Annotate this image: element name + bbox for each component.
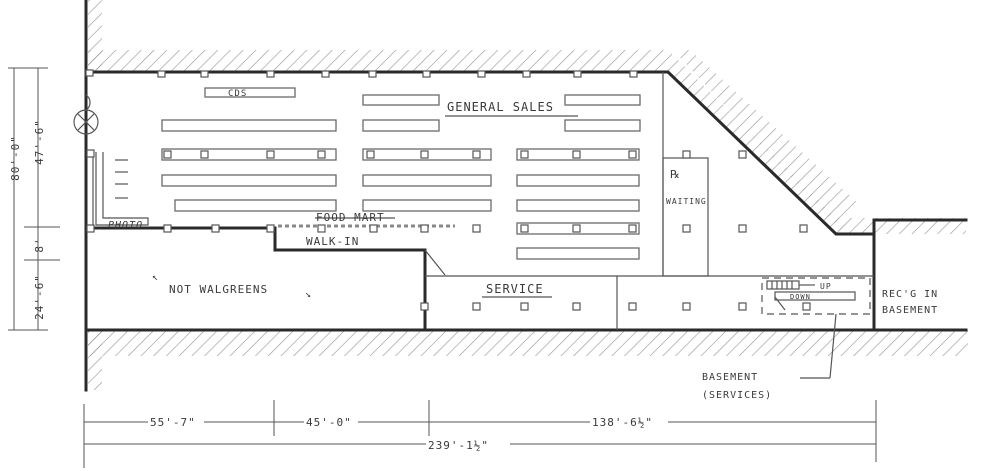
exterior-walls (84, 0, 968, 392)
label-basement-2: (SERVICES) (702, 390, 772, 401)
dim-bottom-total: 239'-1½" (428, 439, 489, 452)
label-stair-down: DOWN (790, 293, 811, 301)
label-waiting: WAITING (666, 197, 707, 206)
svg-text:↘: ↘ (305, 289, 312, 300)
label-service: SERVICE (486, 282, 544, 296)
dim-bottom-seg3: 138'-6½" (592, 416, 653, 429)
stairs (761, 277, 871, 379)
label-photo: PHOTO (108, 220, 143, 231)
label-walk-in: WALK-IN (306, 235, 359, 248)
dimension-lines-left (8, 67, 60, 331)
label-rx: ℞ (670, 168, 681, 181)
dim-left-middle: 8' (33, 237, 46, 252)
label-general-sales: GENERAL SALES (447, 100, 554, 114)
entrance-symbol-icon (73, 94, 99, 135)
label-cds: CDS (228, 89, 247, 99)
dim-bottom-seg2: 45'-0" (306, 416, 352, 429)
dim-left-lower: 24'-6" (33, 274, 46, 320)
label-receiving-2: BASEMENT (882, 305, 938, 316)
dim-bottom-seg1: 55'-7" (150, 416, 196, 429)
label-stair-up: UP (820, 282, 832, 291)
photo-counter (95, 152, 149, 226)
label-food-mart: FOOD MART (316, 211, 385, 224)
shelving-fixtures (161, 87, 641, 260)
room-labels: CDS GENERAL SALES PHOTO FOOD MART WALK-I… (108, 89, 938, 401)
dimension-lines-bottom (83, 400, 877, 468)
dim-left-total: 80'-0" (9, 135, 22, 181)
dimension-labels: 80'-0" 47'-6" 8' 24'-6" 55'-7" 45'-0" 13… (9, 119, 668, 452)
dim-left-upper: 47'-6" (33, 119, 46, 165)
hatched-walls (88, 0, 968, 390)
svg-text:↖: ↖ (152, 272, 159, 283)
label-not-walgreens: NOT WALGREENS (169, 283, 268, 296)
label-receiving-1: REC'G IN (882, 289, 938, 300)
structural-columns (85, 69, 811, 311)
label-basement-1: BASEMENT (702, 372, 758, 383)
